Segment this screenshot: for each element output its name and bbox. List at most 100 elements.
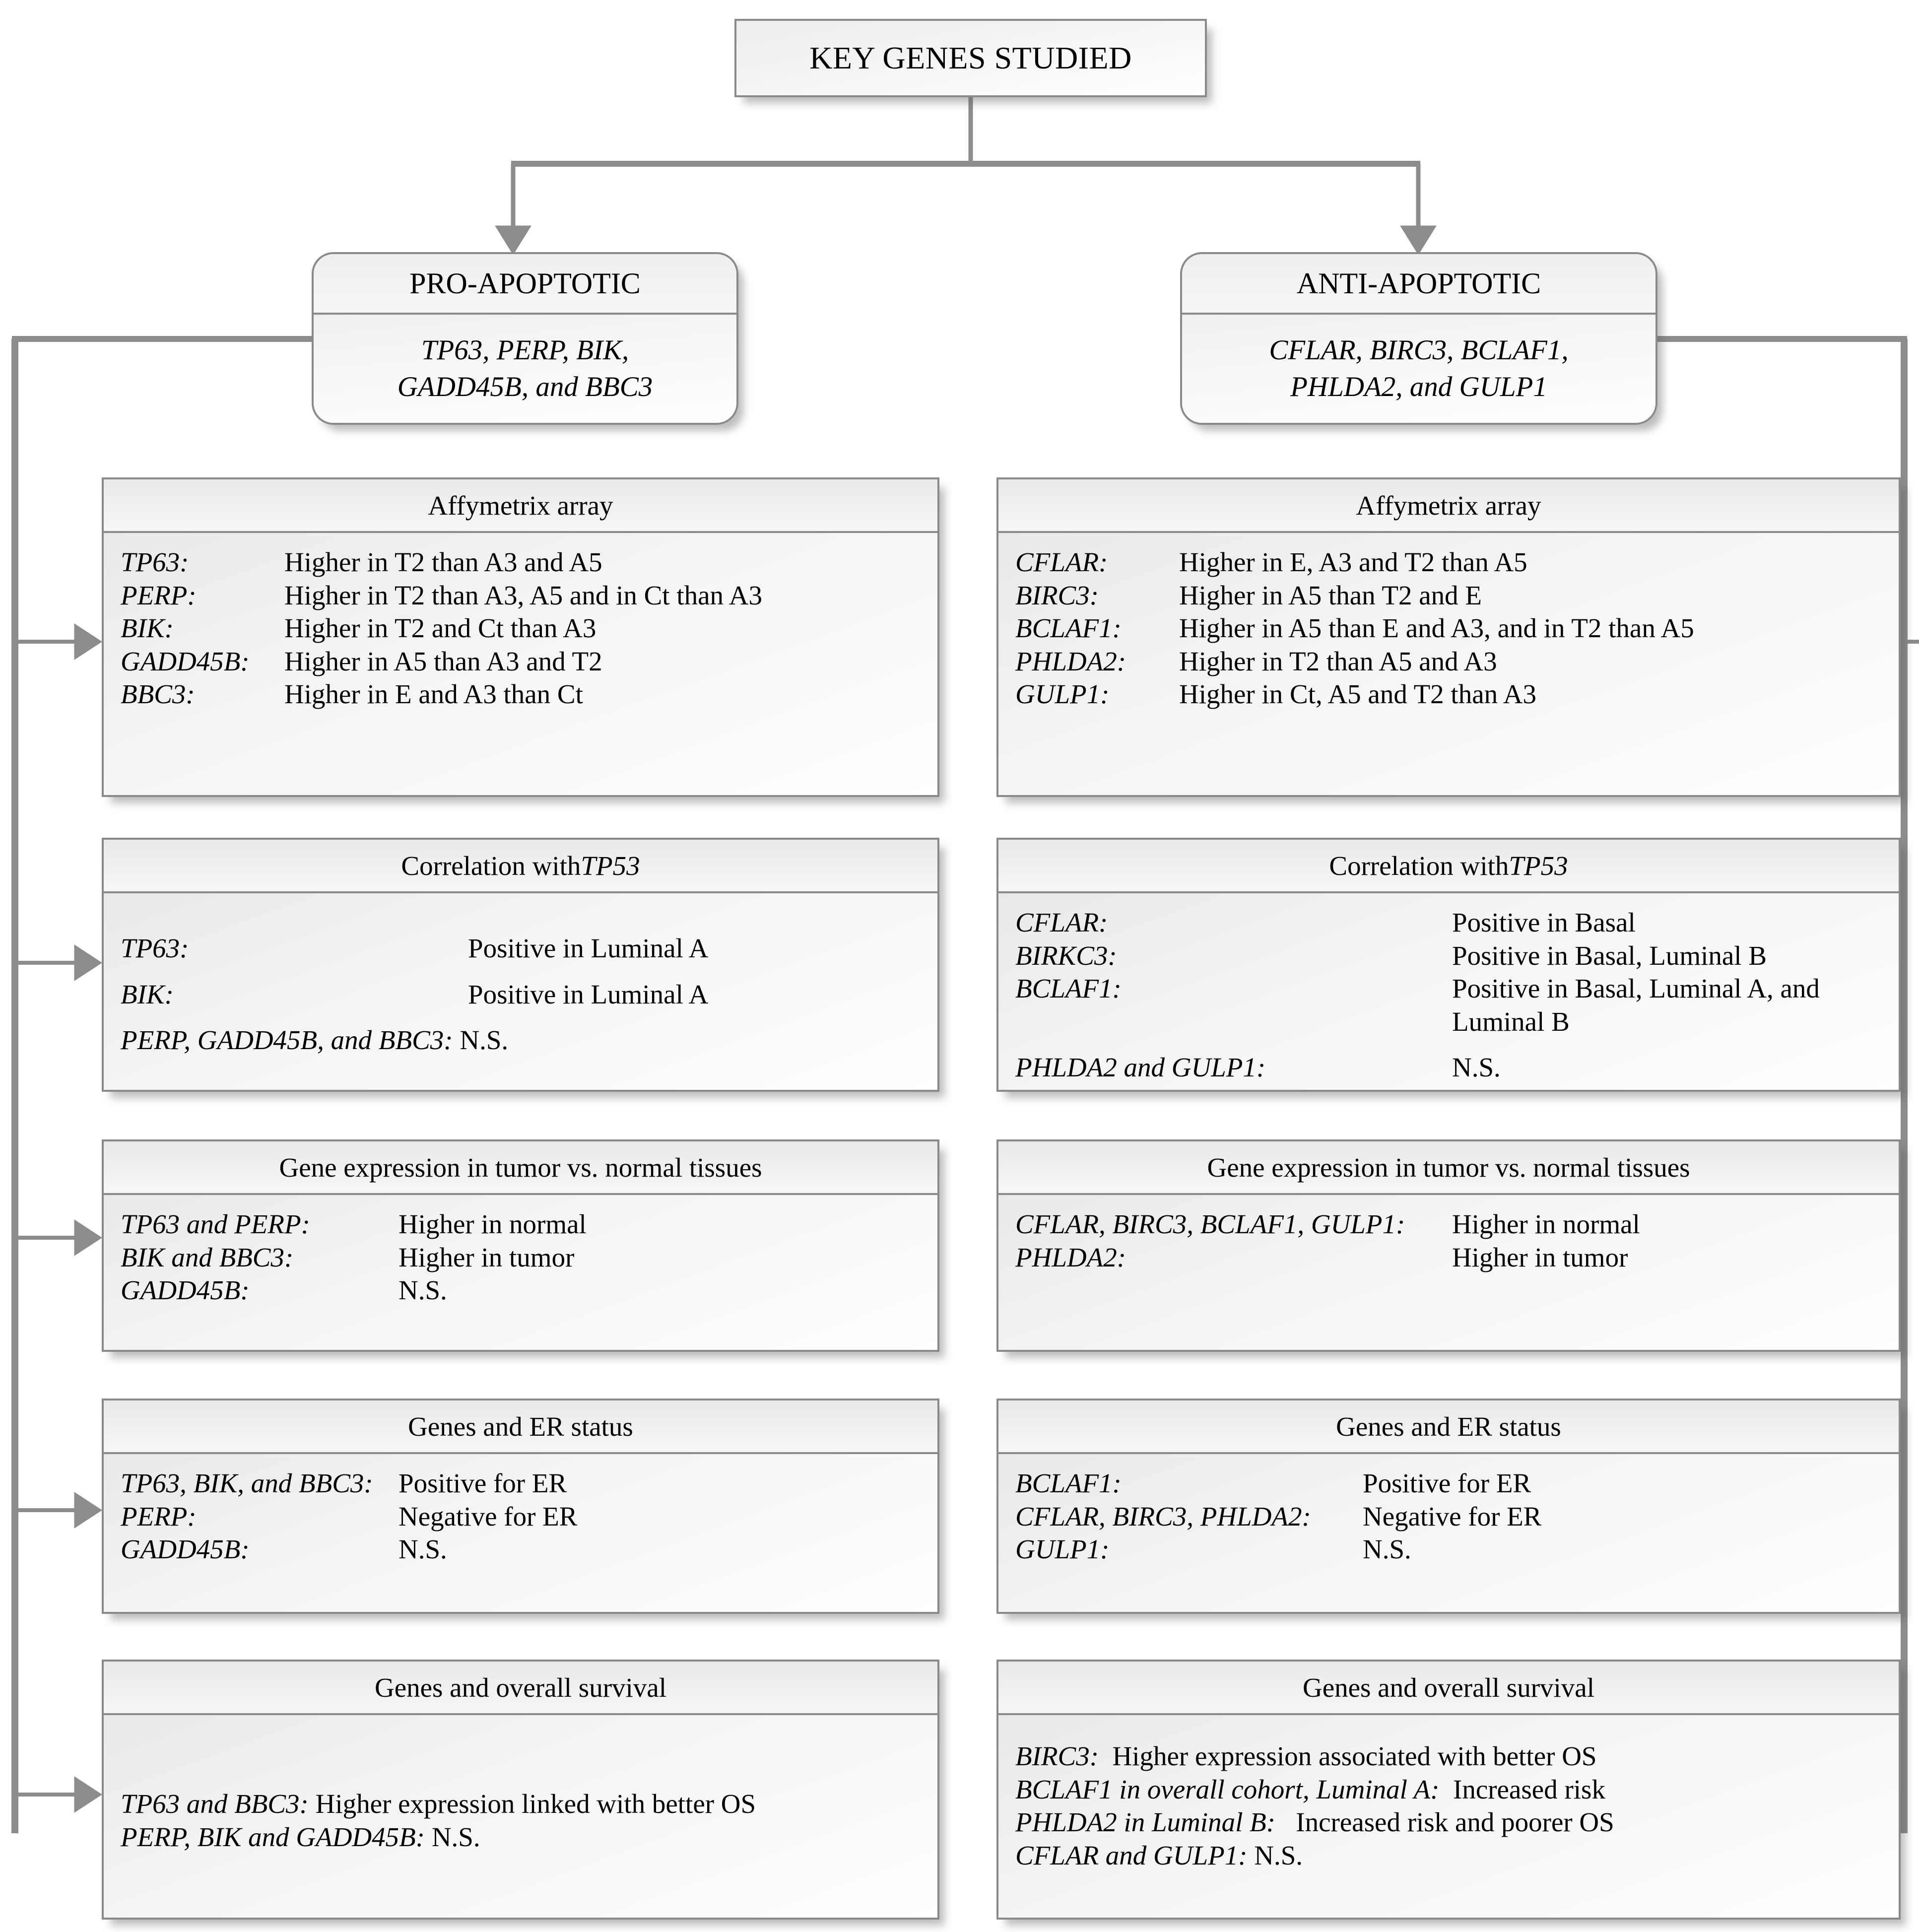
gene-label: BIK: <box>121 979 174 1009</box>
gene-value: Higher in E and A3 than Ct <box>284 679 583 710</box>
category-heading-anti-apoptotic: ANTI-APOPTOTIC <box>1182 254 1655 315</box>
panel-body: TP63, BIK, and BBC3:Positive for ER PERP… <box>104 1454 937 1612</box>
panel-left-genes-and-overall-survival: Genes and overall survival TP63 and BBC3… <box>102 1660 939 1920</box>
gene-value: N.S. <box>1363 1534 1411 1565</box>
panel-heading: Genes and overall survival <box>998 1662 1899 1715</box>
panel-heading-gene: TP53 <box>1509 850 1568 881</box>
gene-value: Positive for ER <box>398 1468 567 1498</box>
panel-heading: Correlation with TP53 <box>998 840 1899 893</box>
panel-body: TP63 and BBC3: Higher expression linked … <box>104 1715 937 1918</box>
category-genes-pro-apoptotic: TP63, PERP, BIK, GADD45B, and BBC3 <box>314 315 736 423</box>
gene-label: PHLDA2 in Luminal B: <box>1015 1807 1276 1838</box>
panel-body: TP63 and PERP: Higher in normal BIK and B… <box>104 1195 937 1350</box>
gene-label: GADD45B: <box>121 646 250 676</box>
category-card-pro-apoptotic: PRO-APOPTOTIC TP63, PERP, BIK, GADD45B, … <box>312 252 738 425</box>
panel-heading-gene: TP53 <box>581 850 640 881</box>
gene-label: CFLAR and GULP1: <box>1015 1840 1248 1870</box>
page-title: KEY GENES STUDIED <box>734 19 1207 97</box>
gene-list-line: CFLAR, BIRC3, BCLAF1, <box>1269 334 1569 366</box>
panel-heading: Correlation with TP53 <box>104 840 937 893</box>
gene-value: Negative for ER <box>398 1501 578 1532</box>
panel-body: BCLAF1: Positive for ER CFLAR, BIRC3, PHL… <box>998 1454 1899 1612</box>
panel-left-gene-expression-tumor-vs-normal: Gene expression in tumor vs. normal tiss… <box>102 1139 939 1352</box>
gene-label: TP63: <box>121 547 189 577</box>
gene-value: Positive in Basal, Luminal B <box>1452 940 1767 971</box>
gene-value: N.S. <box>1254 1840 1303 1870</box>
gene-label: BIK: <box>121 613 174 644</box>
gene-label: BIRC3: <box>1015 1741 1099 1771</box>
gene-value: Higher in T2 than A5 and A3 <box>1179 646 1497 676</box>
panel-right-affymetrix-array: Affymetrix array CFLAR: Higher in E, A3 a… <box>996 477 1901 797</box>
gene-value: Higher in A5 than E and A3, and in T2 th… <box>1179 613 1694 644</box>
panel-heading: Affymetrix array <box>998 479 1899 533</box>
gene-label: CFLAR: <box>1015 907 1108 937</box>
gene-value: Positive for ER <box>1363 1468 1531 1498</box>
gene-value: Higher in T2 than A3 and A5 <box>284 547 602 577</box>
gene-label: TP63 and BBC3: <box>121 1789 309 1819</box>
gene-label: BBC3: <box>121 679 195 710</box>
gene-value: Higher in Ct, A5 and T2 than A3 <box>1179 679 1537 710</box>
category-card-anti-apoptotic: ANTI-APOPTOTIC CFLAR, BIRC3, BCLAF1, PHL… <box>1180 252 1657 425</box>
gene-value: N.S. <box>398 1534 447 1565</box>
gene-value: Higher in A5 than A3 and T2 <box>284 646 602 676</box>
category-heading-pro-apoptotic: PRO-APOPTOTIC <box>314 254 736 315</box>
gene-label: PERP, GADD45B, and BBC3: <box>121 1025 453 1056</box>
gene-value: Higher in tumor <box>398 1242 575 1272</box>
gene-value: N.S. <box>398 1275 447 1306</box>
category-genes-anti-apoptotic: CFLAR, BIRC3, BCLAF1, PHLDA2, and GULP1 <box>1182 315 1655 423</box>
gene-value: Increased risk and poorer OS <box>1296 1807 1614 1838</box>
panel-body: TP63:Higher in T2 than A3 and A5 PERP:Hi… <box>104 533 937 795</box>
gene-value: Higher in normal <box>398 1209 587 1239</box>
page-title-text: KEY GENES STUDIED <box>809 40 1132 75</box>
panel-heading: Genes and ER status <box>998 1400 1899 1454</box>
gene-label: BCLAF1: <box>1015 973 1122 1004</box>
gene-value: Higher in E, A3 and T2 than A5 <box>1179 547 1527 577</box>
gene-value: N.S. <box>1452 1052 1501 1083</box>
gene-label: GULP1: <box>1015 1534 1110 1565</box>
panel-body: CFLAR:Positive in Basal BIRKC3:Positive … <box>998 893 1899 1090</box>
gene-value: Higher in A5 than T2 and E <box>1179 580 1482 610</box>
gene-value: Higher in normal <box>1452 1209 1640 1239</box>
panel-body: TP63:Positive in Luminal A BIK:Positive … <box>104 893 937 1090</box>
gene-value: Positive in Luminal A <box>468 979 709 1009</box>
gene-label: GADD45B: <box>121 1534 250 1565</box>
gene-label: BCLAF1: <box>1015 1468 1122 1498</box>
gene-list-line: TP63, PERP, BIK, <box>421 334 629 366</box>
panel-right-correlation-with-tp53: Correlation with TP53 CFLAR: Positive in … <box>996 838 1901 1092</box>
gene-label: CFLAR: <box>1015 547 1108 577</box>
gene-label: PHLDA2 and GULP1: <box>1015 1052 1266 1083</box>
gene-value: Higher in T2 than A3, A5 and in Ct than … <box>284 580 762 610</box>
panel-body: CFLAR, BIRC3, BCLAF1, GULP1: Higher in no… <box>998 1195 1899 1350</box>
gene-value: N.S. <box>460 1025 509 1056</box>
gene-label: BIRC3: <box>1015 580 1099 610</box>
gene-label: CFLAR, BIRC3, PHLDA2: <box>1015 1501 1311 1532</box>
gene-label: CFLAR, BIRC3, BCLAF1, GULP1: <box>1015 1209 1405 1239</box>
gene-label: PERP, BIK and GADD45B: <box>121 1821 425 1852</box>
gene-value: Higher expression associated with better… <box>1112 1741 1597 1771</box>
panel-left-affymetrix-array: Affymetrix array TP63:Higher in T2 than … <box>102 477 939 797</box>
gene-label: BCLAF1 in overall cohort, Luminal A: <box>1015 1774 1440 1804</box>
panel-body: CFLAR: Higher in E, A3 and T2 than A5 BIR… <box>998 533 1899 795</box>
panel-heading: Genes and ER status <box>104 1400 937 1454</box>
gene-value: Higher in tumor <box>1452 1242 1628 1272</box>
gene-label: GADD45B: <box>121 1275 250 1306</box>
gene-label: BIK and BBC3: <box>121 1242 294 1272</box>
gene-value: Negative for ER <box>1363 1501 1542 1532</box>
gene-list-line: PHLDA2, and GULP1 <box>1290 371 1547 402</box>
gene-value: Positive in Basal <box>1452 907 1636 937</box>
gene-label: TP63 and PERP: <box>121 1209 310 1239</box>
panel-heading: Genes and overall survival <box>104 1662 937 1715</box>
gene-value: Positive in Basal, Luminal A, and Lumina… <box>1452 973 1820 1037</box>
gene-value: N.S. <box>431 1821 480 1852</box>
gene-label: GULP1: <box>1015 679 1110 710</box>
gene-label: TP63, BIK, and BBC3: <box>121 1468 373 1498</box>
gene-value: Higher in T2 and Ct than A3 <box>284 613 596 644</box>
gene-label: BCLAF1: <box>1015 613 1122 644</box>
gene-value: Increased risk <box>1453 1774 1605 1804</box>
panel-heading: Gene expression in tumor vs. normal tiss… <box>104 1141 937 1195</box>
gene-value: Higher expression linked with better OS <box>315 1789 756 1819</box>
panel-left-correlation-with-tp53: Correlation with TP53 TP63:Positive in L… <box>102 838 939 1092</box>
panel-right-genes-and-er-status: Genes and ER status BCLAF1: Positive for … <box>996 1399 1901 1614</box>
panel-heading: Gene expression in tumor vs. normal tiss… <box>998 1141 1899 1195</box>
